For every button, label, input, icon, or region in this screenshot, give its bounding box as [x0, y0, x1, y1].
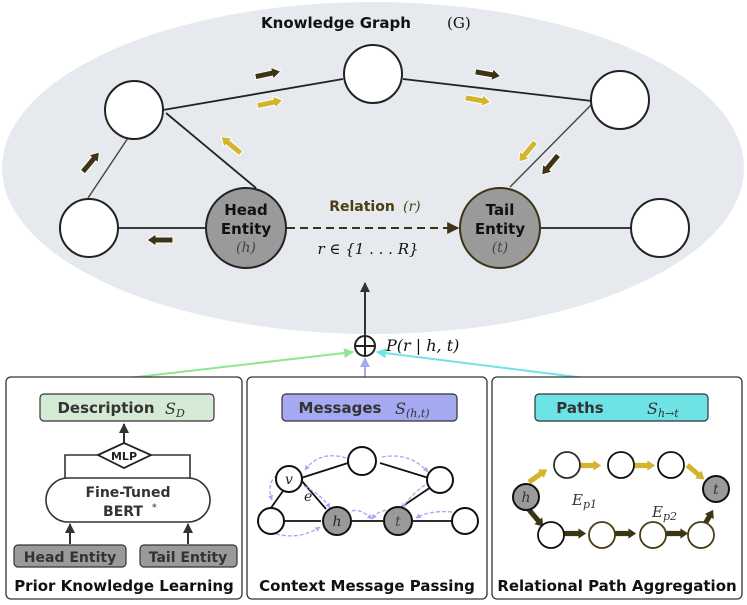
svg-text:Fine-Tuned: Fine-Tuned [85, 485, 170, 501]
knowledge-graph-symbol: (G) [447, 14, 471, 32]
path-node [553, 451, 581, 479]
graph-node [347, 446, 377, 476]
knowledge-graph-region [2, 2, 744, 334]
svg-text:Paths: Paths [556, 399, 604, 417]
svg-text:SD: SD [165, 399, 185, 420]
graph-node [104, 80, 164, 140]
path-node [607, 451, 635, 479]
svg-text:Tail Entity: Tail Entity [149, 550, 228, 566]
svg-text:Tail: Tail [486, 201, 515, 219]
graph-node [630, 198, 690, 258]
svg-text:Entity: Entity [221, 220, 271, 238]
tail-node [383, 506, 413, 536]
knowledge-graph-title: Knowledge Graph [261, 14, 411, 32]
tail-node [702, 475, 730, 503]
path-node [687, 521, 715, 549]
svg-text:v: v [285, 472, 293, 488]
panel-relational-paths: Paths Sh→t h t Ep1 Ep2 Relationa [491, 376, 743, 600]
graph-node [275, 465, 303, 493]
path-node [657, 451, 685, 479]
paths-connector [376, 348, 586, 379]
panel-footer: Context Message Passing [259, 577, 475, 595]
head-node [512, 483, 540, 511]
path-node [639, 521, 667, 549]
description-badge [39, 393, 215, 422]
svg-text:Messages: Messages [299, 399, 382, 417]
edge-label: e [304, 489, 312, 505]
graph-node [257, 507, 285, 535]
messages-badge [281, 393, 458, 422]
svg-text:*: * [152, 503, 157, 513]
head-entity-node: Head Entity (h) [205, 187, 287, 269]
graph-node [451, 507, 479, 535]
graph-node [343, 44, 403, 104]
relation-label: Relation [329, 199, 395, 215]
path1-label: Ep1 [571, 491, 597, 511]
svg-text:Entity: Entity [475, 220, 525, 238]
svg-text:h: h [521, 490, 530, 506]
svg-text:h: h [332, 514, 341, 530]
panel-footer: Prior Knowledge Learning [14, 577, 234, 595]
description-connector [127, 348, 354, 379]
graph-node [590, 70, 650, 130]
relation-symbol: (r) [403, 199, 421, 215]
svg-text:BERT: BERT [103, 504, 143, 520]
svg-text:(h): (h) [236, 240, 256, 256]
path2-label: Ep2 [651, 503, 677, 523]
tail-entity-input: Tail Entity [139, 544, 238, 568]
panel-context-messages: Messages S(h,t) v e [246, 376, 488, 600]
svg-text:Head: Head [224, 201, 268, 219]
bert-node: Fine-Tuned BERT * [45, 477, 211, 523]
svg-text:Description: Description [57, 399, 154, 417]
path-node [588, 521, 616, 549]
svg-text:(t): (t) [492, 240, 509, 256]
path-node [537, 521, 565, 549]
svg-text:Sh→t: Sh→t [647, 399, 679, 420]
mlp-node: MLP [95, 442, 154, 470]
svg-text:t: t [713, 482, 719, 498]
graph-edges [87, 78, 632, 229]
graph-node [426, 466, 454, 494]
svg-text:t: t [395, 514, 401, 530]
sum-icon [354, 335, 376, 357]
panel-prior-knowledge: Description SD MLP Fine-Tuned BERT * Hea… [5, 376, 243, 600]
head-entity-input: Head Entity [13, 544, 127, 568]
relation-set: r ∈ {1 . . . R} [317, 240, 418, 258]
head-node [322, 506, 352, 536]
svg-text:S(h,t): S(h,t) [395, 399, 430, 420]
probability-label: P(r | h, t) [385, 336, 459, 355]
panel-footer: Relational Path Aggregation [497, 577, 736, 595]
paths-badge [534, 393, 709, 422]
tail-entity-node: Tail Entity (t) [459, 187, 541, 269]
graph-node [59, 198, 119, 258]
svg-text:Head Entity: Head Entity [24, 550, 116, 566]
svg-text:MLP: MLP [111, 450, 137, 463]
